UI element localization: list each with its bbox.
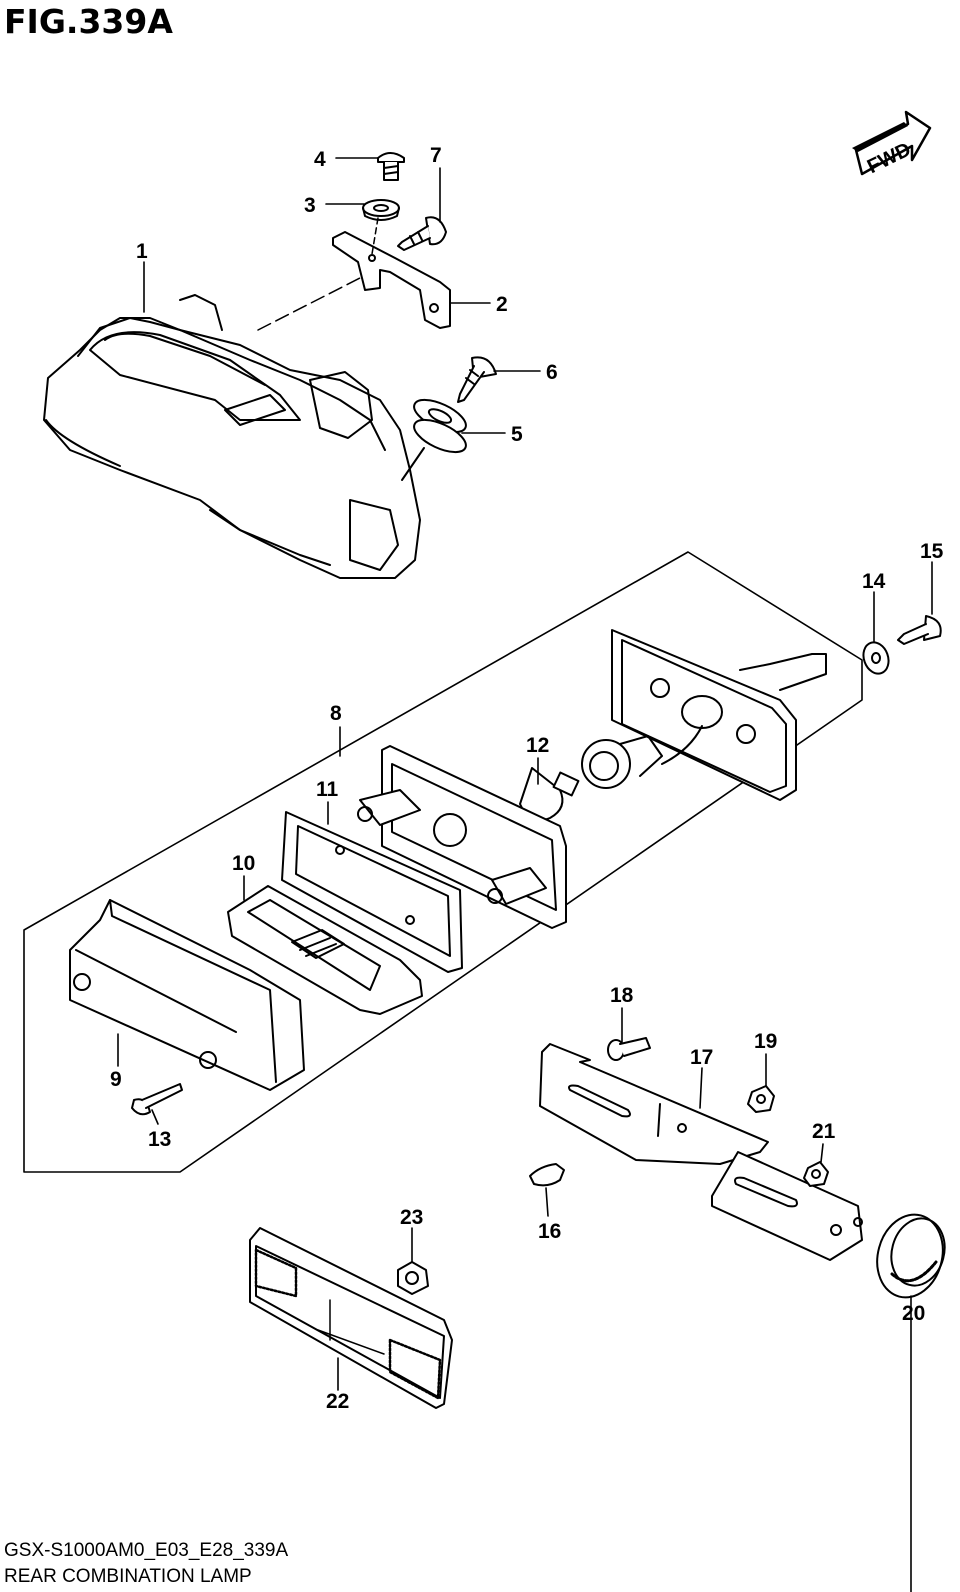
callout-15: 15 — [920, 540, 944, 563]
callout-2: 2 — [496, 293, 508, 316]
callout-23: 23 — [400, 1206, 423, 1229]
callout-18: 18 — [610, 984, 634, 1007]
callout-6: 6 — [546, 361, 558, 384]
callout-17: 17 — [690, 1046, 713, 1069]
callout-14: 14 — [862, 570, 886, 593]
callout-1: 1 — [136, 240, 148, 263]
callout-19: 19 — [754, 1030, 777, 1053]
callout-4: 4 — [314, 148, 326, 171]
part-9-lens — [69, 899, 305, 1091]
callout-11: 11 — [316, 778, 339, 801]
callout-5: 5 — [511, 423, 523, 446]
part-4-screw — [377, 152, 405, 181]
part-6-screw — [457, 356, 497, 403]
fwd-badge: FWD — [852, 110, 932, 178]
part-5-grommet — [413, 398, 467, 454]
callout-22: 22 — [326, 1390, 349, 1413]
figure-title: FIG.339A — [4, 2, 173, 41]
part-16-grommet — [529, 1163, 565, 1187]
callout-21: 21 — [812, 1120, 836, 1143]
part-17-bracket — [539, 1043, 769, 1165]
sub-assembly-boundary — [23, 551, 863, 1173]
lamp-socket-plate — [611, 629, 827, 801]
callout-7: 7 — [430, 144, 442, 167]
part-21-nut — [803, 1161, 829, 1187]
part-20-round-reflector — [876, 1213, 946, 1299]
callout-12: 12 — [526, 734, 549, 757]
part-14-washer — [862, 641, 890, 675]
callout-9: 9 — [110, 1068, 122, 1091]
callout-16: 16 — [538, 1220, 561, 1243]
callout-20: 20 — [902, 1302, 925, 1325]
callout-10: 10 — [232, 852, 255, 875]
part-2-bracket — [332, 231, 451, 329]
callout-labels: 1 2 3 4 5 6 7 8 9 10 11 12 13 14 15 16 1… — [110, 144, 944, 1413]
part-15-screw — [897, 615, 942, 645]
part-11-gasket — [281, 811, 463, 973]
part-19-nut — [747, 1085, 775, 1113]
model-code: GSX-S1000AM0_E03_E28_339A — [4, 1540, 289, 1561]
part-7-screw — [397, 216, 447, 251]
part-13-screw — [131, 1083, 183, 1116]
reflector-bracket — [711, 1151, 863, 1261]
leader-lines — [117, 157, 933, 1592]
part-18-screw — [607, 1037, 651, 1061]
forward-arrow-icon — [854, 110, 932, 176]
part-1-tail-lamp-housing — [43, 294, 421, 579]
part-12-bulb — [519, 767, 580, 822]
assembly-name: REAR COMBINATION LAMP — [4, 1566, 252, 1587]
part-10-lens-frame — [227, 885, 423, 1015]
callout-8: 8 — [330, 702, 342, 725]
bulb-socket — [581, 735, 663, 789]
part-23-nut — [397, 1261, 429, 1295]
callout-13: 13 — [148, 1128, 171, 1151]
callout-3: 3 — [304, 194, 316, 217]
part-3-washer — [362, 199, 400, 221]
part-8-lamp-unit — [357, 745, 567, 929]
part-22-rect-reflector — [249, 1227, 453, 1409]
